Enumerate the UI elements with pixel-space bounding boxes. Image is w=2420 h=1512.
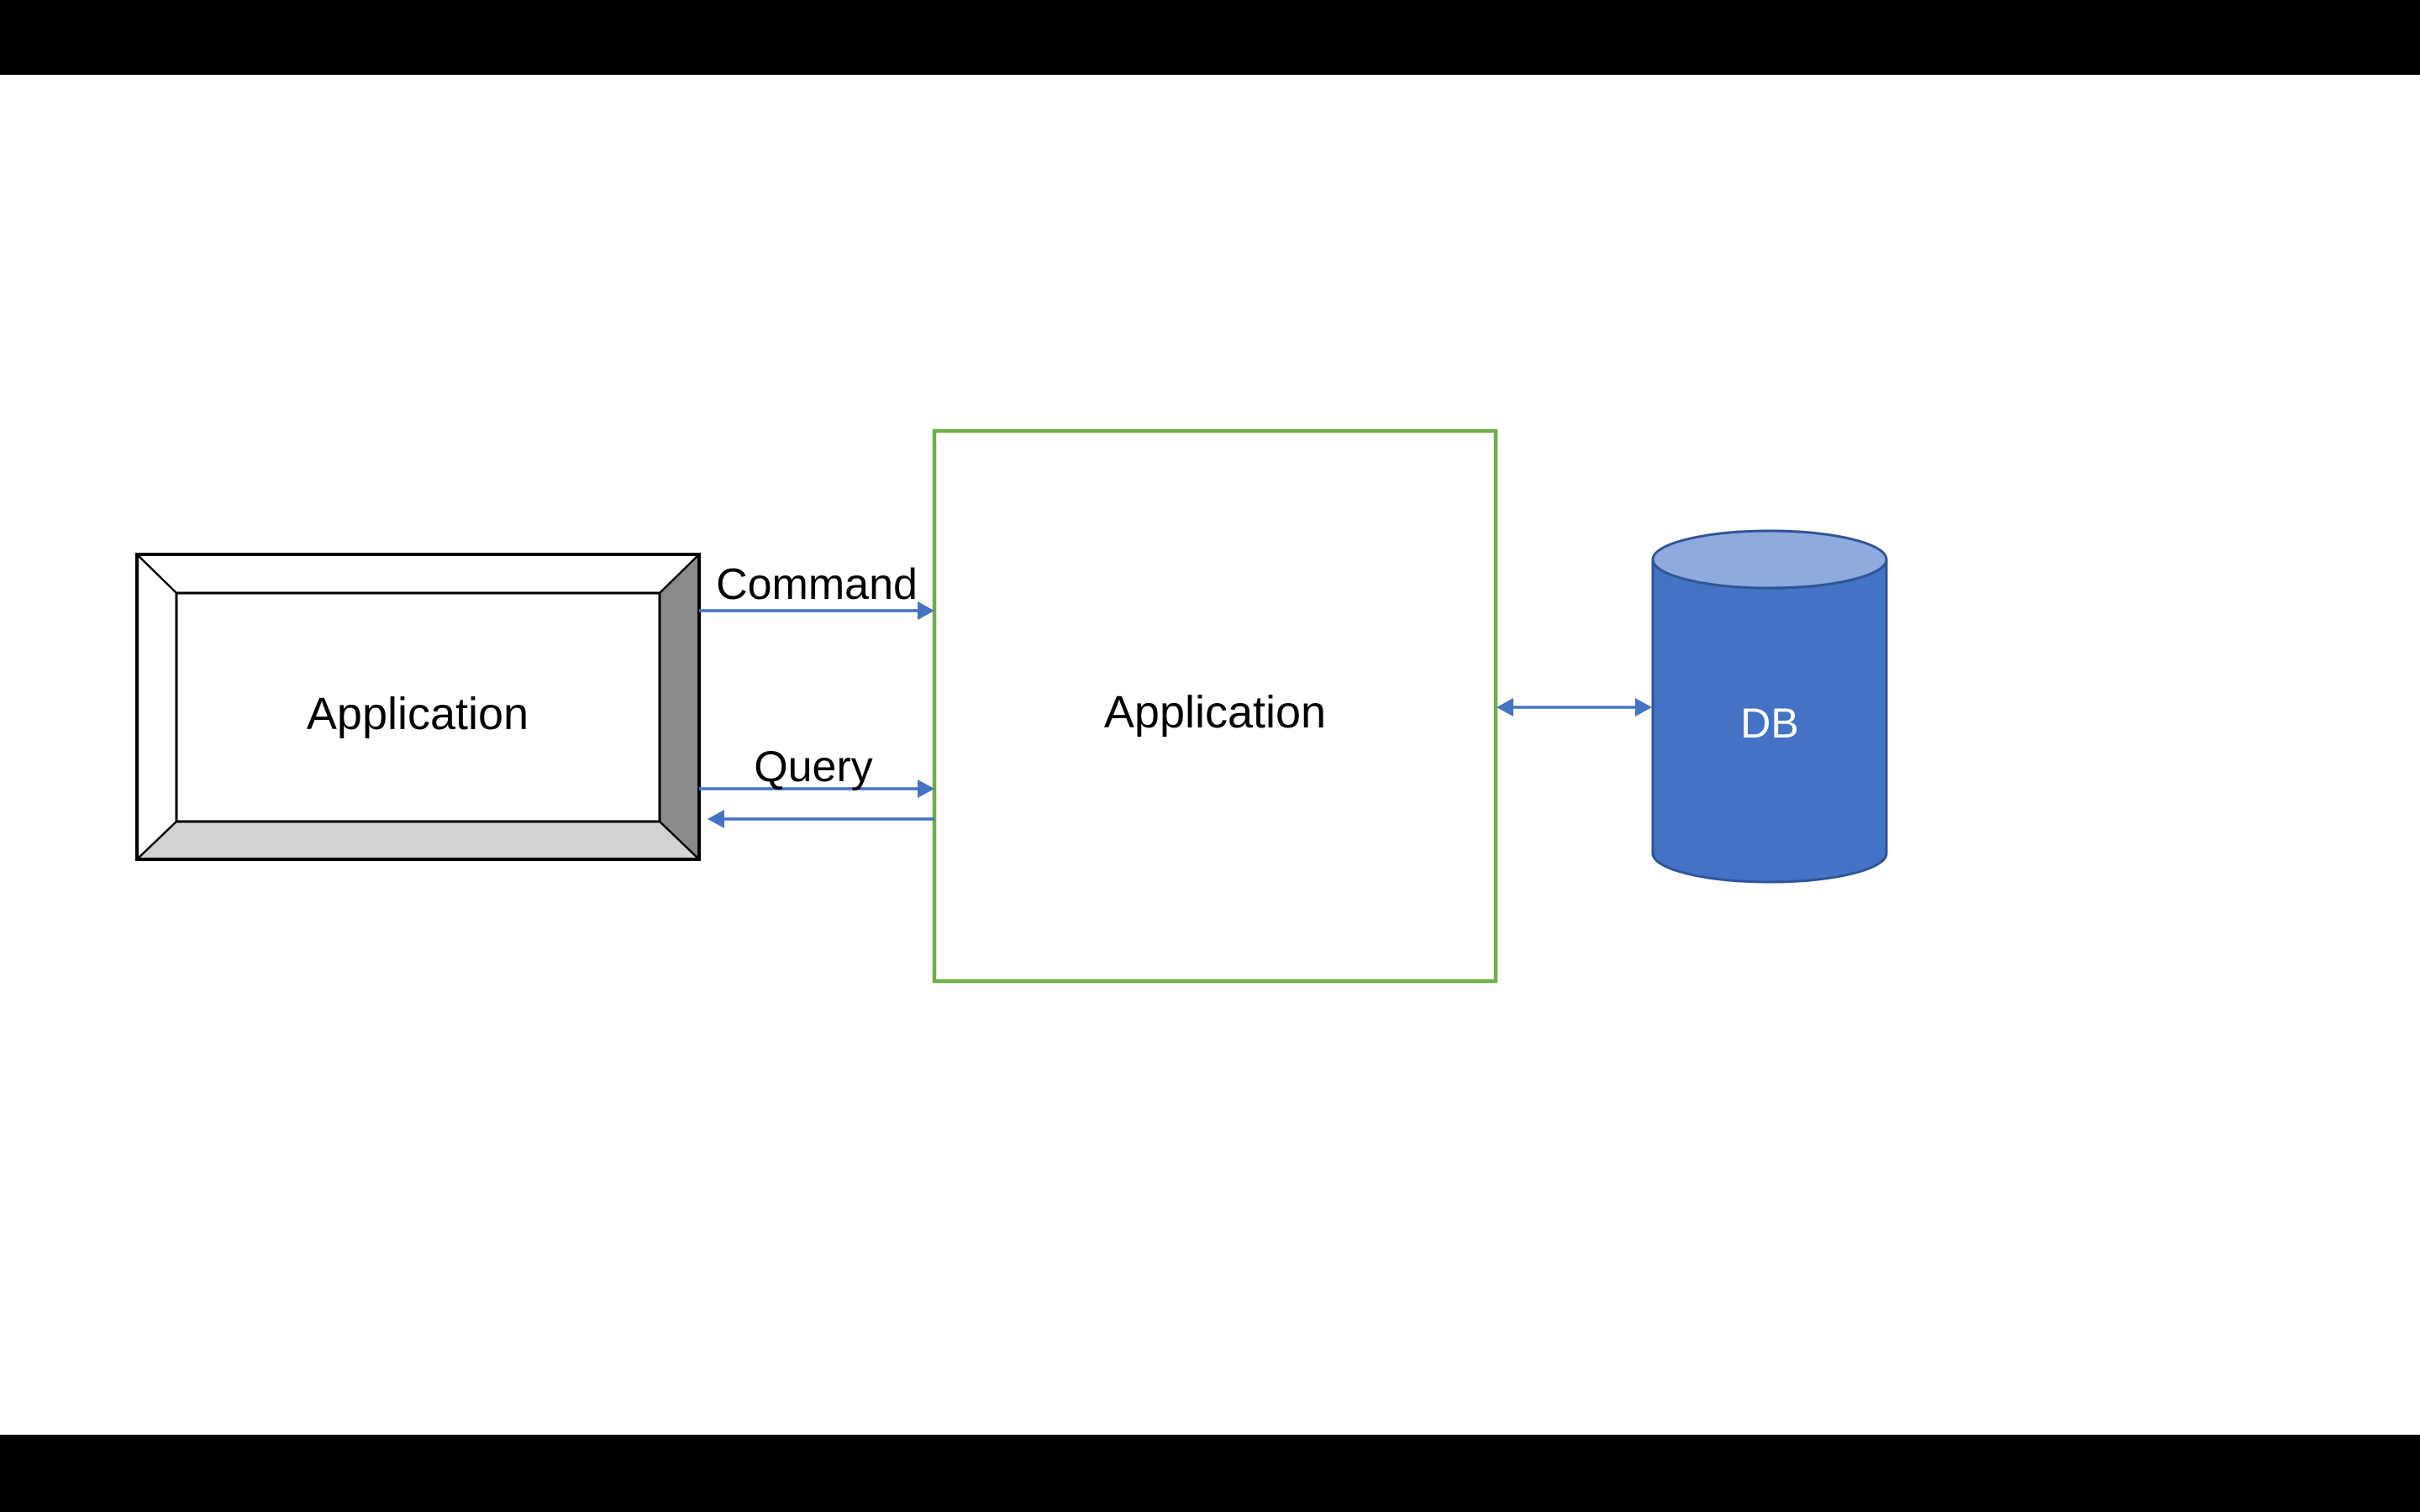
server-application-rect: [932, 428, 1498, 984]
database-label: DB: [1740, 700, 1798, 747]
server-application-box: Application: [932, 428, 1498, 984]
bevel-corner-tl: [136, 554, 177, 594]
command-arrow: Command: [699, 560, 934, 620]
app-db-arrowhead-right: [1635, 698, 1652, 717]
bevel-corner-tr: [659, 554, 700, 594]
bevel-corner-bl: [136, 821, 177, 860]
query-response-arrowhead: [708, 810, 724, 828]
query-request-arrow: Query: [699, 743, 934, 798]
query-response-arrow: [708, 810, 934, 828]
client-application-label: Application: [307, 689, 529, 739]
client-application-box: Application: [135, 553, 701, 861]
bevel-outer-stroke: [135, 553, 701, 861]
bevel-bottom-face: [137, 822, 699, 859]
cylinder-top-face: [1651, 529, 1888, 590]
bevel-corner-br: [659, 821, 700, 860]
app-db-arrow: [1497, 698, 1652, 717]
database-cylinder: DB: [1651, 529, 1888, 884]
bevel-inner-panel: [175, 591, 661, 823]
bevel-right-face: [660, 554, 699, 859]
app-db-arrowhead-left: [1497, 698, 1513, 717]
letterbox-bottom: [0, 1435, 2420, 1512]
command-label: Command: [716, 560, 918, 609]
query-request-arrowhead: [918, 780, 934, 798]
server-application-label: Application: [1104, 687, 1326, 738]
letterbox-top: [0, 0, 2420, 75]
command-arrowhead: [918, 601, 934, 620]
query-label: Query: [754, 743, 873, 791]
